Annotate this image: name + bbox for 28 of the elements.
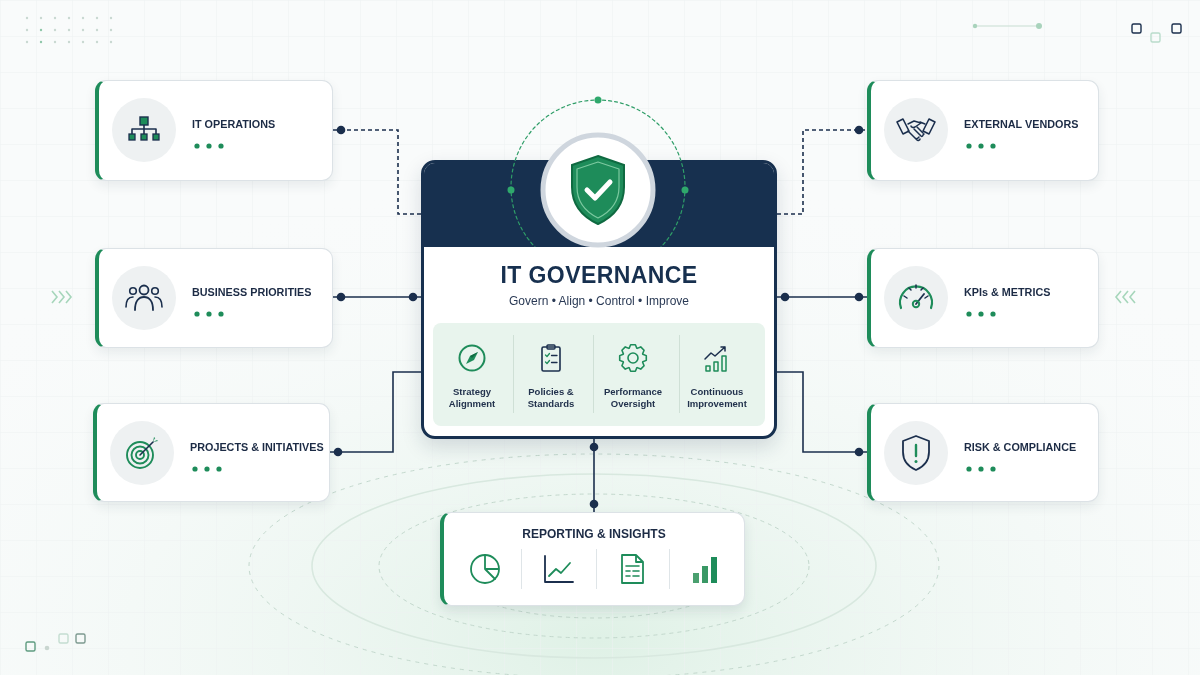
card-title: RISK & COMPLIANCE [964, 440, 1077, 454]
connector [332, 292, 422, 302]
connector [589, 438, 599, 513]
category-card [867, 80, 1099, 181]
card-title: BUSINESS PRIORITIES [192, 285, 312, 299]
category-card [95, 248, 333, 348]
dashed-connector [332, 125, 422, 215]
tagline: Govern • Align • Control • Improve [508, 294, 690, 309]
feature-label: Performance Oversight [602, 386, 664, 410]
category-card [95, 80, 333, 181]
card-title: REPORTING & INSIGHTS [521, 527, 667, 541]
card-title: PROJECTS & INITIATIVES [190, 440, 324, 454]
feature-label: Policies & Standards [526, 386, 576, 410]
card-title: IT OPERATIONS [192, 117, 276, 131]
reporting-card [440, 512, 745, 606]
category-card [867, 248, 1099, 348]
dashed-connector [776, 125, 868, 215]
connector [329, 371, 422, 457]
connector [776, 371, 868, 457]
feature-label: Strategy Alignment [447, 386, 497, 410]
feature-panel [433, 323, 765, 426]
connector [776, 292, 868, 302]
card-title: KPIs & METRICS [964, 285, 1051, 299]
governance-title: IT GOVERNANCE [499, 262, 699, 289]
category-card [867, 403, 1099, 502]
category-card [93, 403, 330, 502]
card-title: EXTERNAL VENDORS [964, 117, 1079, 131]
feature-label: Continuous Improvement [686, 386, 748, 410]
